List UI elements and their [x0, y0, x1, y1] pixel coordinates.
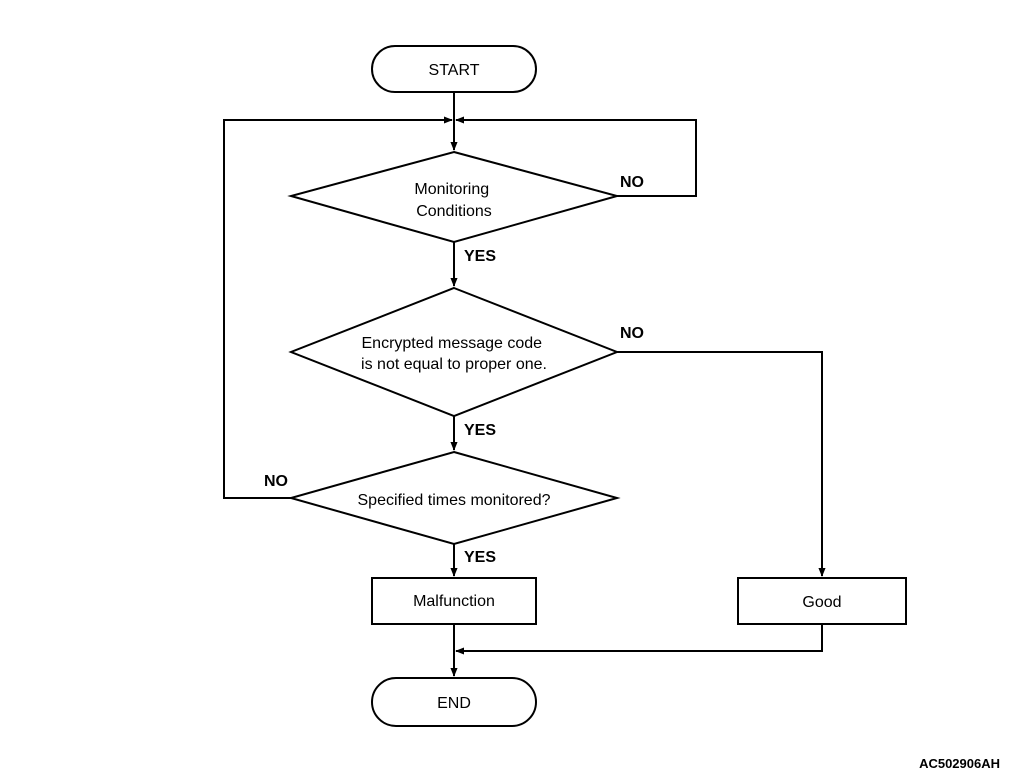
connector-encrypted-no [617, 351, 826, 577]
monitoring-yes-label: YES [464, 248, 496, 265]
encrypted-no-label: NO [620, 325, 644, 342]
encrypted-line-2: is not equal to proper one. [361, 356, 547, 373]
reference-code: AC502906AH [919, 756, 1000, 771]
decision-monitoring-conditions: Monitoring Conditions [287, 150, 621, 244]
monitoring-line-1: Monitoring [414, 181, 489, 198]
good-label: Good [802, 594, 841, 611]
encrypted-line-1: Encrypted message code [362, 335, 543, 352]
svg-text:Monitoring Conditions: Monitoring Conditions [414, 181, 493, 220]
decision-specified-times: Specified times monitored? [287, 450, 621, 546]
monitoring-line-2: Conditions [416, 203, 492, 220]
svg-text:Encrypted message code i: Encrypted message code is not equal to p… [361, 335, 547, 373]
good-box: Good [737, 577, 907, 625]
end-terminal: END [371, 677, 537, 727]
encrypted-yes-label: YES [464, 422, 496, 439]
decision-encrypted-message: Encrypted message code is not equal to p… [288, 286, 620, 418]
specified-label: Specified times monitored? [358, 492, 551, 509]
malfunction-box: Malfunction [371, 577, 537, 625]
connector-good-to-end [455, 624, 823, 655]
connector-monitoring-no-loop [455, 116, 697, 197]
specified-yes-label: YES [464, 549, 496, 566]
malfunction-label: Malfunction [413, 593, 495, 610]
start-terminal: START [371, 45, 537, 93]
connector-specified-no-loop [223, 116, 453, 499]
specified-no-label: NO [264, 473, 288, 490]
end-label: END [437, 695, 471, 712]
monitoring-no-label: NO [620, 174, 644, 191]
start-label: START [429, 62, 480, 79]
